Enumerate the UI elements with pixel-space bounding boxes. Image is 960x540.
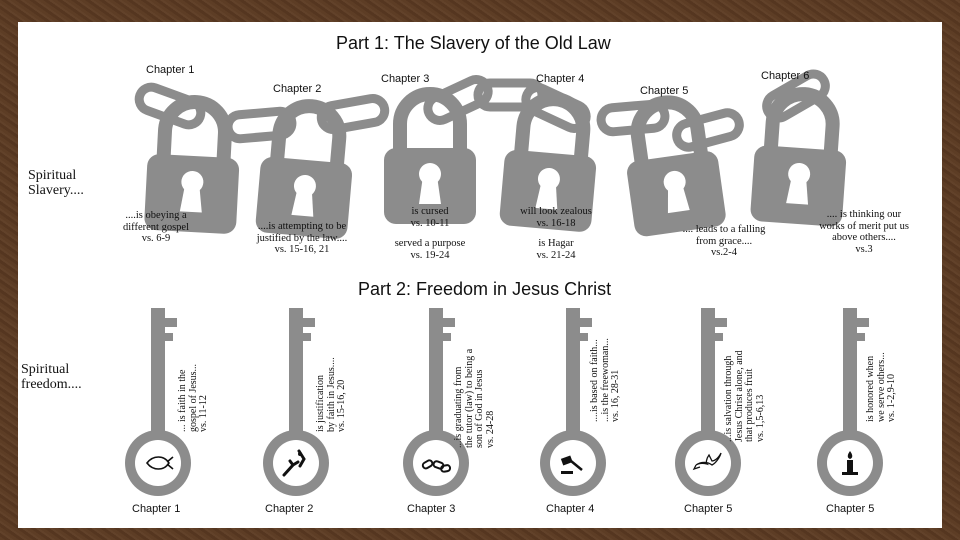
lock-chapter-label: Chapter 4 — [536, 73, 584, 85]
spiritual-slavery-label: Spiritual Slavery.... — [28, 168, 84, 198]
key-chapter-label: Chapter 4 — [546, 503, 594, 515]
lock-chapter-label: Chapter 6 — [761, 70, 809, 82]
lock-description: .... leads to a falling from grace.... v… — [666, 224, 782, 259]
lock-description: ....is obeying a different gospel vs. 6-… — [110, 210, 202, 245]
key-text: ... is faith in the gospel of Jesus... v… — [178, 364, 210, 432]
lock-chapter-label: Chapter 3 — [381, 73, 429, 85]
padlock-icon — [255, 102, 358, 240]
diagram-graphics — [18, 22, 942, 528]
slide: Part 1: The Slavery of the Old Law Chapt… — [18, 22, 942, 528]
key-chapter-label: Chapter 2 — [265, 503, 313, 515]
chain — [136, 70, 830, 150]
lock-description: ....is attempting to be justified by the… — [236, 221, 368, 256]
key-chapter-label: Chapter 5 — [826, 503, 874, 515]
key-text: is justification by faith in Jesus.... v… — [316, 357, 348, 432]
spiritual-freedom-label: Spiritual freedom.... — [21, 362, 82, 392]
key-chapter-label: Chapter 1 — [132, 503, 180, 515]
key-text: ...is graduating from the tutor (law) to… — [454, 349, 496, 448]
lock-chapter-label: Chapter 5 — [640, 85, 688, 97]
lock-description: is cursed vs. 10-11 served a purpose vs.… — [380, 206, 480, 261]
part2-title: Part 2: Freedom in Jesus Christ — [358, 279, 611, 300]
lock-chapter-label: Chapter 2 — [273, 83, 321, 95]
lock-description: .... is thinking our works of merit put … — [802, 209, 926, 255]
lock-description: will look zealous vs. 16-18 is Hagar vs.… — [506, 206, 606, 261]
key-chapter-label: Chapter 3 — [407, 503, 455, 515]
key-text: ...is salvation through Jesus Christ alo… — [724, 350, 766, 442]
lock-chapter-label: Chapter 1 — [146, 64, 194, 76]
key-text: is honored when we serve others... vs. 1… — [866, 352, 898, 422]
part1-title: Part 1: The Slavery of the Old Law — [336, 33, 611, 54]
key-chapter-label: Chapter 5 — [684, 503, 732, 515]
key-text: ....is based on faith... ...is the freew… — [590, 338, 622, 422]
